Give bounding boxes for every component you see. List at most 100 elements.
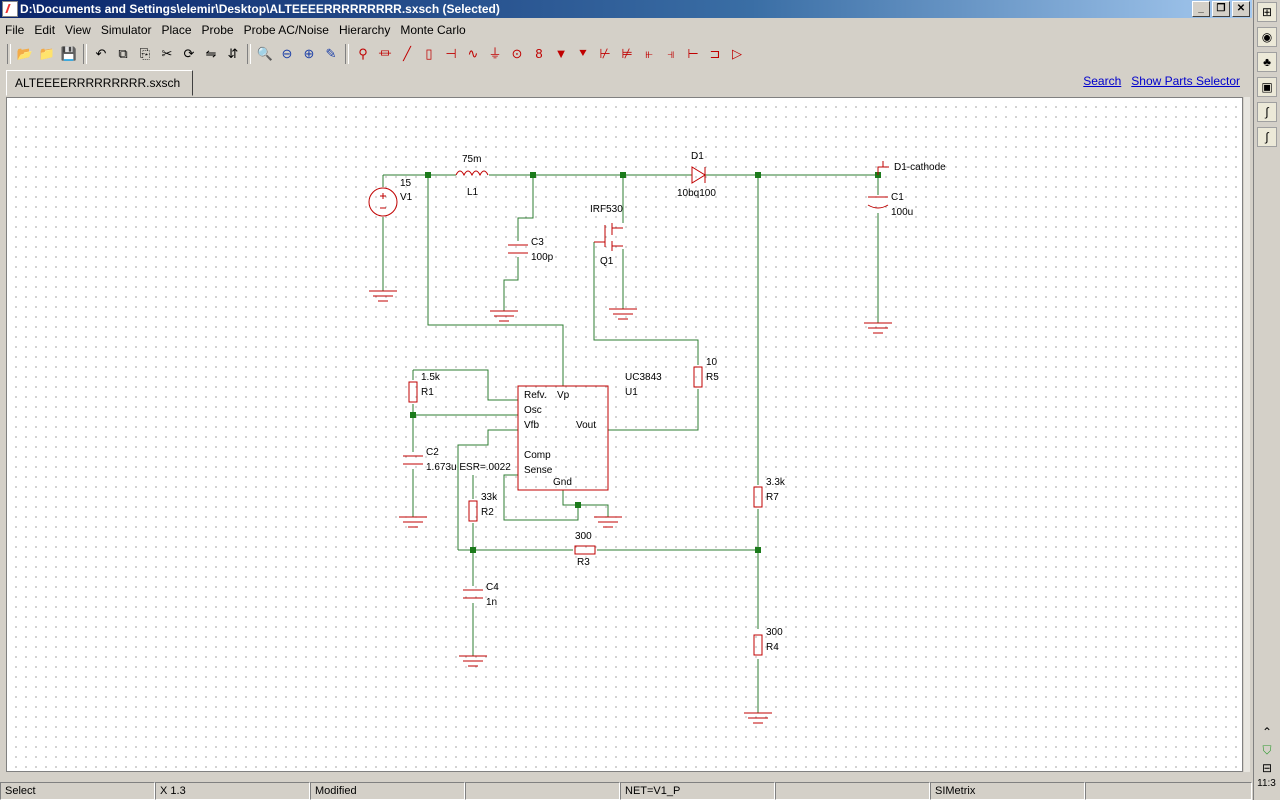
menu-place[interactable]: Place	[161, 23, 192, 37]
open-button[interactable]: 📁	[37, 44, 57, 64]
current-source-button[interactable]: 8	[529, 44, 549, 64]
mirror-button[interactable]: ⇋	[201, 44, 221, 64]
inductor-button[interactable]: ∿	[463, 44, 483, 64]
zoom-out-button[interactable]: ⊖	[277, 44, 297, 64]
menu-file[interactable]: File	[5, 23, 25, 37]
cut-icon: ✂	[161, 46, 173, 61]
resistor-v-button[interactable]: ▯	[419, 44, 439, 64]
voltage-source-icon: ⊙	[511, 46, 523, 61]
network-icon[interactable]: ⊟	[1261, 761, 1273, 775]
capacitor-button[interactable]: ⊣	[441, 44, 461, 64]
undo-button[interactable]: ↶	[91, 44, 111, 64]
simetrix-app-icon	[2, 1, 18, 17]
zener-button[interactable]: ⯆	[573, 44, 593, 64]
menu-view[interactable]: View	[65, 23, 91, 37]
npn-button[interactable]: ⊬	[595, 44, 615, 64]
menu-probe-ac-noise[interactable]: Probe AC/Noise	[243, 23, 329, 37]
flip-button[interactable]: ⇵	[223, 44, 243, 64]
tab-bar: ALTEEEERRRRRRRRR.sxsch Search Show Parts…	[0, 68, 1252, 96]
zoom-in-icon: ⊕	[303, 46, 315, 61]
windows-icon[interactable]: ⊞	[1257, 2, 1277, 22]
open-folder-button[interactable]: 📂	[15, 44, 35, 64]
q1-value: IRF530	[590, 204, 623, 215]
zoom-out-icon: ⊖	[281, 46, 293, 61]
pencil-button[interactable]: ✎	[321, 44, 341, 64]
picture-icon[interactable]: ▣	[1257, 77, 1277, 97]
r2-value: 33k	[481, 492, 498, 503]
c2-ref: C2	[426, 447, 439, 458]
wires	[382, 174, 879, 713]
u1-pin-gnd: Gnd	[553, 477, 572, 488]
port-button[interactable]: ⊐	[705, 44, 725, 64]
zoom-box-button[interactable]: 🔍	[255, 44, 275, 64]
paste-button[interactable]: ⎘	[135, 44, 155, 64]
shield-icon[interactable]: ⛉	[1262, 742, 1272, 757]
tab-schematic[interactable]: ALTEEEERRRRRRRRR.sxsch	[6, 70, 194, 96]
save-button[interactable]: 💾	[59, 44, 79, 64]
status-bar: Select X 1.3 Modified NET=V1_P SIMetrix	[0, 782, 1252, 800]
u1-ref: U1	[625, 387, 638, 398]
menu-monte-carlo[interactable]: Monte Carlo	[400, 23, 466, 37]
chevron-up-icon[interactable]: ⌃	[1261, 725, 1273, 739]
mirror-icon: ⇋	[205, 46, 217, 61]
toolbar-separator	[7, 44, 11, 64]
r4-value: 300	[766, 627, 783, 638]
v1-ref: V1	[400, 192, 413, 203]
simetrix-alt-icon[interactable]: ∫	[1257, 127, 1277, 147]
d1-value: 10bq100	[677, 188, 716, 199]
zoom-box-icon: 🔍	[256, 46, 274, 61]
nmos-button[interactable]: ⫦	[639, 44, 659, 64]
menu-simulator[interactable]: Simulator	[100, 23, 152, 37]
u1-value: UC3843	[625, 372, 662, 383]
menu-edit[interactable]: Edit	[34, 23, 56, 37]
paste-icon: ⎘	[139, 46, 151, 61]
r4-ref: R4	[766, 642, 779, 653]
pnp-button[interactable]: ⊭	[617, 44, 637, 64]
v1-value: 15	[400, 178, 412, 189]
simetrix-icon[interactable]: ∫	[1257, 102, 1277, 122]
jfet-button[interactable]: ⊢	[683, 44, 703, 64]
u1-pin-vout: Vout	[576, 420, 596, 431]
inductor-icon: ∿	[467, 46, 479, 61]
chrome-icon[interactable]: ◉	[1257, 27, 1277, 47]
pmos-button[interactable]: ⫣	[661, 44, 681, 64]
restore-button[interactable]: ❐	[1212, 1, 1230, 17]
l1-ref: L1	[467, 187, 479, 198]
menu-probe[interactable]: Probe	[201, 23, 234, 37]
vertical-scrollbar[interactable]	[1244, 97, 1250, 772]
probe-button[interactable]: ⚲	[353, 44, 373, 64]
search-link[interactable]: Search	[1083, 74, 1122, 88]
r1-ref: R1	[421, 387, 434, 398]
open-icon: 📁	[38, 46, 56, 61]
u1-pin-vfb: Vfb	[524, 420, 539, 431]
resistor-button[interactable]: ⏛	[375, 44, 395, 64]
nmos-icon: ⫦	[645, 46, 653, 61]
title-bar: D:\Documents and Settings\elemir\Desktop…	[0, 0, 1252, 18]
close-button[interactable]: ✕	[1232, 1, 1250, 17]
schematic-canvas[interactable]: 15 V1 75m L1 D1 10bq100 D1-cathode C1 10…	[6, 97, 1243, 772]
menu-hierarchy[interactable]: Hierarchy	[338, 23, 391, 37]
wire-button[interactable]: ╱	[397, 44, 417, 64]
current-source-icon: 8	[535, 46, 543, 61]
copy-icon: ⧉	[118, 46, 128, 61]
status-empty-2	[775, 782, 930, 800]
opamp-button[interactable]: ▷	[727, 44, 747, 64]
minimize-button[interactable]: _	[1192, 1, 1210, 17]
diode-button[interactable]: ▼	[551, 44, 571, 64]
copy-button[interactable]: ⧉	[113, 44, 133, 64]
r7-ref: R7	[766, 492, 779, 503]
zoom-in-button[interactable]: ⊕	[299, 44, 319, 64]
voltage-source-button[interactable]: ⊙	[507, 44, 527, 64]
toolbar-separator	[247, 44, 251, 64]
ground-button[interactable]: ⏚	[485, 44, 505, 64]
tree-icon[interactable]: ♣	[1257, 52, 1277, 72]
show-parts-selector-link[interactable]: Show Parts Selector	[1131, 74, 1240, 88]
cut-button[interactable]: ✂	[157, 44, 177, 64]
ground-icon: ⏚	[488, 46, 502, 61]
status-state: Modified	[310, 782, 465, 800]
toolbar-separator	[345, 44, 349, 64]
schematic-drawing[interactable]: 15 V1 75m L1 D1 10bq100 D1-cathode C1 10…	[7, 98, 1243, 772]
rotate-button[interactable]: ⟳	[179, 44, 199, 64]
clock: 11:3	[1257, 778, 1276, 789]
status-app: SIMetrix	[930, 782, 1085, 800]
